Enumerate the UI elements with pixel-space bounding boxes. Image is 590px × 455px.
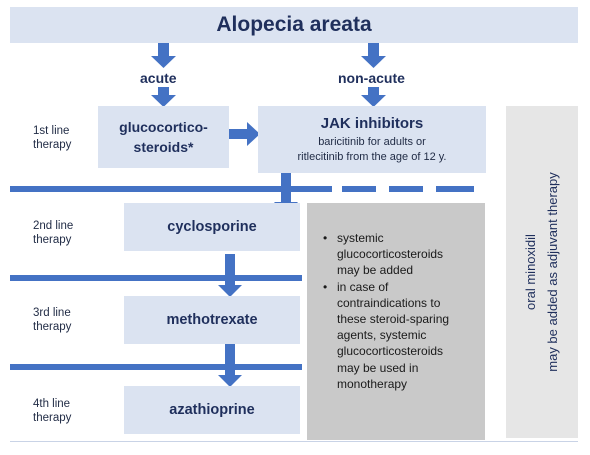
note-list: systemic glucocorticosteroids may be add…: [321, 230, 481, 392]
methotrexate-text: methotrexate: [166, 312, 258, 328]
cyclosporine-box: cyclosporine: [124, 203, 300, 251]
third-line-label-1: 3rd line: [33, 307, 71, 319]
arrow-title-to-acute: [151, 43, 176, 68]
gluco-text-2: steroids*: [133, 139, 194, 155]
third-line-label: 3rd line therapy: [33, 306, 71, 334]
jak-inhibitors-box: JAK inhibitors baricitinib for adults or…: [258, 106, 486, 173]
gluco-text-1: glucocortico-: [119, 119, 208, 135]
title-box: Alopecia areata: [10, 7, 578, 43]
note-b2-l2: contraindications to: [337, 295, 441, 310]
note-b2-l3: these steroid-sparing: [337, 312, 450, 327]
first-line-label-1: 1st line: [33, 125, 70, 137]
second-line-label: 2nd line therapy: [33, 219, 73, 247]
arrow-gluco-to-jak: [229, 122, 260, 146]
note-bullet-2: in case of contraindications to these st…: [321, 279, 481, 392]
non-acute-label: non-acute: [338, 70, 405, 86]
note-bullet-1: systemic glucocorticosteroids may be add…: [321, 230, 481, 279]
jak-detail-1: baricitinib for adults or: [318, 135, 426, 148]
acute-label: acute: [140, 70, 177, 86]
glucocorticosteroids-box: glucocortico- steroids*: [98, 106, 229, 168]
second-line-label-2: therapy: [33, 234, 72, 246]
fourth-line-label-1: 4th line: [33, 398, 71, 410]
jak-detail-2: ritlecitinib from the age of 12 y.: [297, 150, 447, 163]
diagram-title: Alopecia areata: [216, 13, 372, 36]
bottom-rule: [10, 441, 578, 442]
fourth-line-label-2: therapy: [33, 412, 72, 424]
jak-title: JAK inhibitors: [320, 114, 424, 132]
adjuvant-line-2: may be added as adjuvant therapy: [545, 172, 560, 372]
arrow-non-acute-to-jak: [361, 87, 386, 107]
note-b2-l4: agents, systemic: [337, 328, 427, 343]
adjuvant-therapy-box: oral minoxidil may be added as adjuvant …: [506, 106, 578, 438]
note-b1-l3: may be added: [337, 263, 414, 278]
note-b2-l1: in case of: [337, 279, 389, 294]
arrow-cyclosporine-to-methotrexate: [218, 254, 242, 297]
azathioprine-box: azathioprine: [124, 386, 300, 434]
arrow-methotrexate-to-azathioprine: [218, 344, 242, 387]
separator-1st-2nd: [10, 186, 474, 192]
separator-3rd-4th: [10, 364, 302, 370]
fourth-line-label: 4th line therapy: [33, 397, 71, 425]
second-line-label-1: 2nd line: [33, 220, 74, 232]
systemic-steroid-note: systemic glucocorticosteroids may be add…: [307, 203, 485, 440]
methotrexate-box: methotrexate: [124, 296, 300, 344]
note-b1-l1: systemic: [337, 231, 384, 245]
separator-2nd-3rd: [10, 275, 302, 281]
first-line-label-2: therapy: [33, 139, 72, 151]
note-b2-l7: monotherapy: [337, 376, 408, 391]
first-line-label: 1st line therapy: [33, 124, 71, 152]
cyclosporine-text: cyclosporine: [167, 219, 257, 235]
third-line-label-2: therapy: [33, 321, 72, 333]
arrow-acute-to-gluco: [151, 87, 176, 107]
arrow-title-to-non-acute: [361, 43, 386, 68]
note-b1-l2: glucocorticosteroids: [337, 247, 444, 262]
azathioprine-text: azathioprine: [169, 402, 255, 418]
note-b2-l5: glucocorticosteroids: [337, 344, 444, 359]
note-b2-l6: may be used in: [337, 360, 419, 375]
adjuvant-text: oral minoxidil may be added as adjuvant …: [520, 172, 564, 371]
adjuvant-line-1: oral minoxidil: [523, 234, 538, 310]
